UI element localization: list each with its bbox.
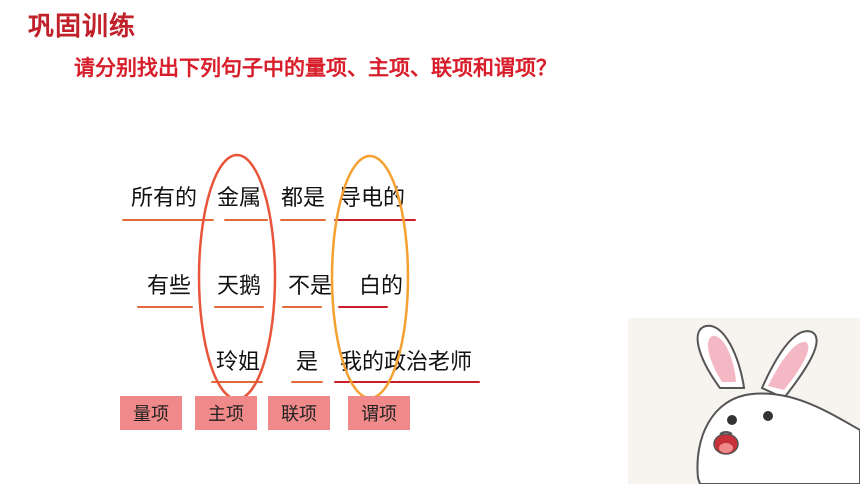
- rabbit-illustration: [628, 318, 860, 485]
- s1-quantifier-underline: [122, 219, 214, 221]
- s1-copula: 都是: [281, 186, 326, 211]
- rabbit-icon: [696, 324, 860, 485]
- s2-subject: 天鹅: [217, 274, 262, 299]
- s1-subject-underline: [224, 219, 268, 221]
- s3-predicate-underline: [334, 381, 480, 383]
- tag-quantifier: 量项: [120, 396, 182, 430]
- tag-subject: 主项: [195, 396, 257, 430]
- s1-quantifier: 所有的: [131, 186, 198, 211]
- s1-predicate-underline: [334, 219, 416, 221]
- s1-subject: 金属: [217, 186, 262, 211]
- s2-predicate: 白的: [359, 274, 404, 299]
- s3-subject: 玲姐: [216, 350, 261, 375]
- s2-predicate-underline: [338, 306, 388, 308]
- slide-title: 巩固训练: [28, 12, 137, 42]
- s2-quantifier: 有些: [147, 274, 192, 299]
- s3-predicate: 我的政治老师: [340, 350, 473, 375]
- s2-subject-underline: [214, 306, 264, 308]
- s2-copula: 不是: [288, 274, 333, 299]
- s1-predicate: 导电的: [339, 186, 406, 211]
- s3-subject-underline: [211, 381, 263, 383]
- s1-copula-underline: [280, 219, 326, 221]
- s2-quantifier-underline: [137, 306, 193, 308]
- tag-copula: 联项: [268, 396, 330, 430]
- tag-predicate: 谓项: [348, 396, 410, 430]
- predicate-oval: [330, 154, 410, 400]
- s3-copula-underline: [291, 381, 323, 383]
- question-text: 请分别找出下列句子中的量项、主项、联项和谓项？: [74, 56, 557, 80]
- s2-copula-underline: [282, 306, 322, 308]
- subject-oval: [197, 153, 277, 401]
- s3-copula: 是: [296, 350, 319, 375]
